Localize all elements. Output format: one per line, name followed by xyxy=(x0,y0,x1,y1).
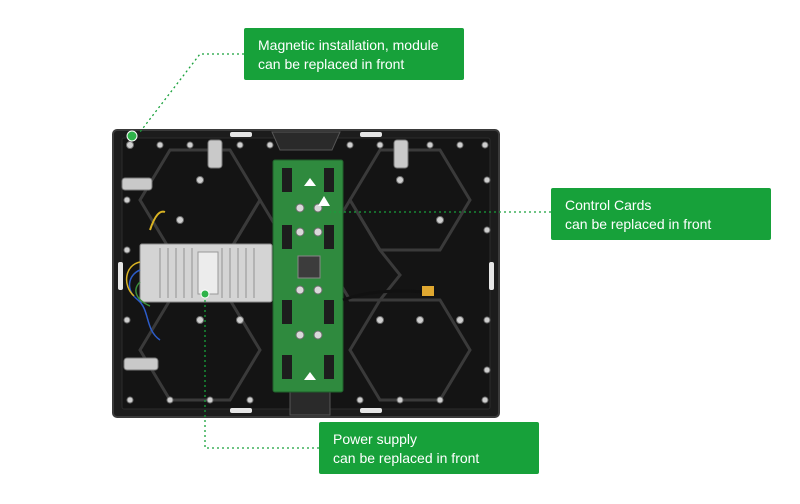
callout-power-line1: Power supply xyxy=(333,431,418,447)
callout-power-line2: can be replaced in front xyxy=(333,450,480,466)
callout-magnetic-line1: Magnetic installation, module xyxy=(258,37,439,53)
callout-control-line2: can be replaced in front xyxy=(565,216,712,232)
leader-lines xyxy=(139,53,551,449)
power-supply-unit xyxy=(125,210,273,341)
callout-control-cards: Control Cards can be replaced in front xyxy=(551,188,771,240)
callout-power-supply: Power supply can be replaced in front xyxy=(319,422,539,474)
control-card-pcb xyxy=(272,159,434,393)
callout-magnetic-installation: Magnetic installation, module can be rep… xyxy=(244,28,464,80)
callout-magnetic-line2: can be replaced in front xyxy=(258,56,405,72)
callout-control-line1: Control Cards xyxy=(565,197,652,213)
